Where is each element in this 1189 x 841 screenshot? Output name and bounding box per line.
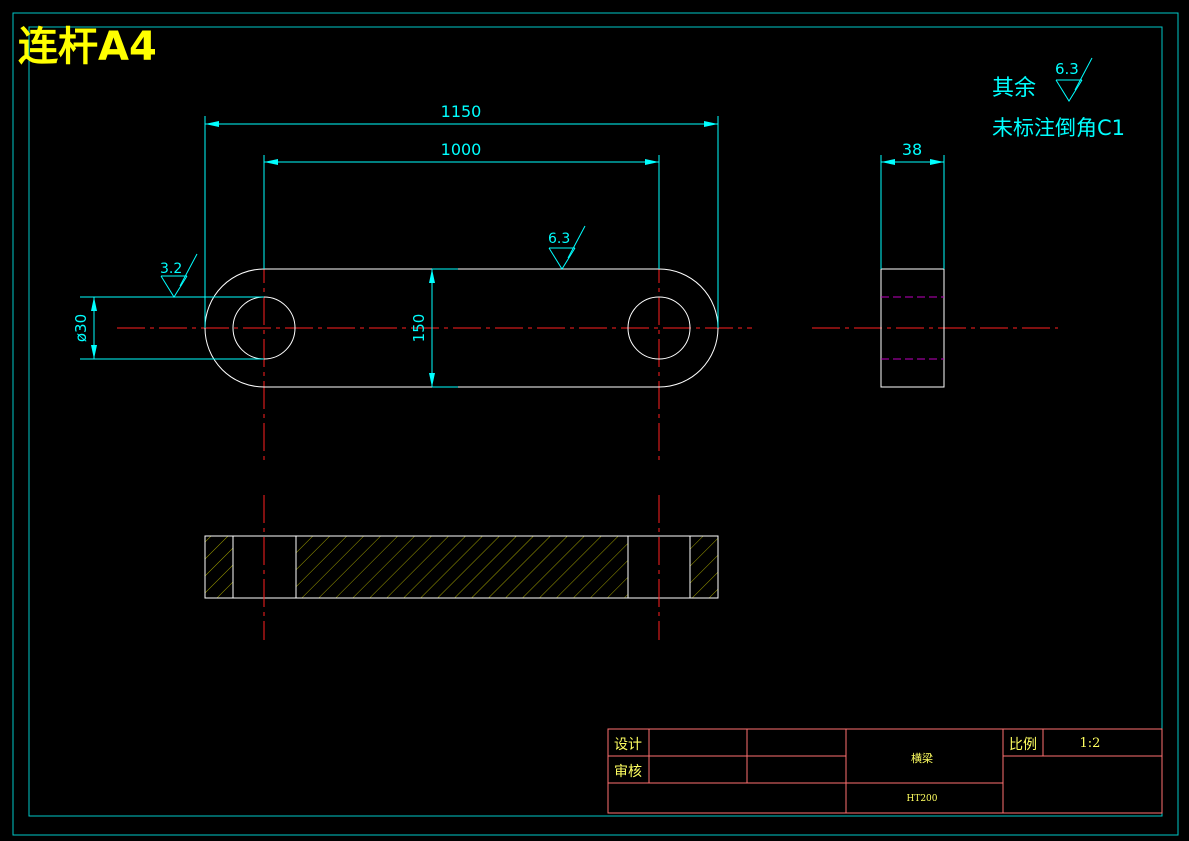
chamfer-note: 未标注倒角C1 [992, 116, 1125, 140]
section-hatch-right [690, 536, 718, 598]
side-outline [880, 268, 945, 388]
section-outline [204, 535, 719, 599]
outer-border [12, 12, 1179, 836]
drawing-frame [12, 12, 1179, 836]
section-hatch-left [205, 536, 233, 598]
dim-center-distance: 1000 [441, 140, 482, 159]
front-view-outline [204, 268, 719, 388]
roughness-rest-value: 6.3 [1055, 60, 1079, 78]
front-centerlines [117, 255, 752, 460]
section-view [204, 495, 719, 640]
roughness-symbol-top [548, 225, 586, 270]
side-view [812, 155, 1058, 388]
tb-review-label: 审核 [614, 764, 642, 780]
section-hatch-middle [296, 536, 628, 598]
dim-hole-diameter: ø30 [72, 314, 90, 342]
title-block [607, 728, 1163, 814]
tb-design-label: 设计 [614, 737, 642, 753]
roughness-hole-value: 3.2 [160, 261, 182, 277]
roughness-symbol-hole [160, 253, 198, 298]
tb-part-name: 横梁 [911, 751, 933, 765]
dim-width: 150 [410, 314, 428, 343]
front-dimensions [80, 116, 719, 388]
tb-scale-value: 1:2 [1080, 736, 1101, 751]
inner-border [28, 26, 1163, 817]
tb-scale-label: 比例 [1009, 737, 1037, 753]
roughness-rest-label: 其余 [992, 76, 1036, 101]
right-hole [627, 296, 691, 360]
tb-material: HT200 [906, 794, 937, 804]
dim-thickness: 38 [902, 140, 922, 159]
dim-overall-length: 1150 [441, 102, 482, 121]
roughness-rest-symbol [1055, 57, 1093, 102]
dimension-arrows [91, 121, 944, 387]
drawing-title: 连杆A4 [18, 24, 157, 70]
roughness-top-value: 6.3 [548, 231, 570, 247]
link-profile [204, 268, 719, 388]
